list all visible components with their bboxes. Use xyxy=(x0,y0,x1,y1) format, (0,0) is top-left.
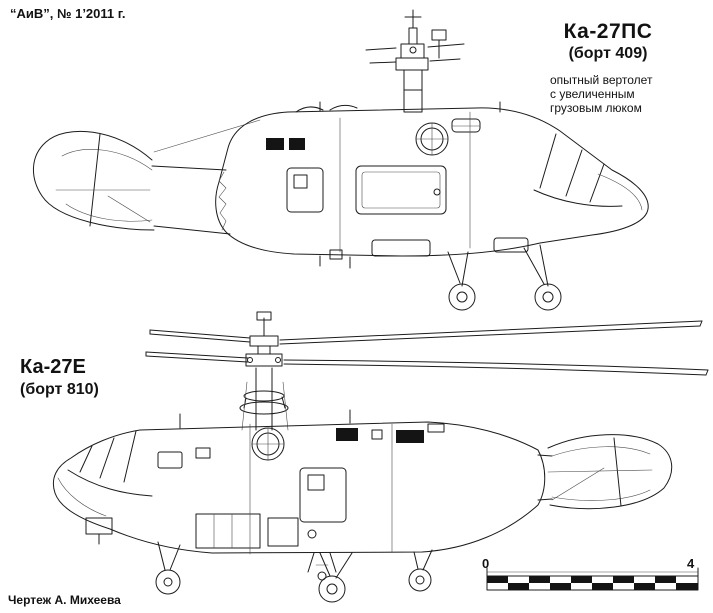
ka27e-cockpit xyxy=(57,430,153,517)
ka27ps-cockpit xyxy=(533,133,643,211)
ka27e-window-1 xyxy=(157,451,183,469)
ka27e-porthole xyxy=(251,427,285,461)
ka27e-board-number: (борт 810) xyxy=(20,381,99,398)
note-line-2: с увеличенным xyxy=(550,87,635,101)
ka27ps-grille-1 xyxy=(266,138,284,150)
ka27e-fuselage xyxy=(52,421,546,554)
ka27ps-tail-unit xyxy=(32,119,261,235)
ka27ps-caption: Ка-27ПС (борт 409) опытный вертолет с ув… xyxy=(550,20,666,115)
ka27ps-belly-equipment xyxy=(319,237,529,269)
ka27e-door xyxy=(299,467,347,523)
ka27e-belly-equipment xyxy=(85,513,317,549)
ka27ps-door xyxy=(286,167,324,213)
ka27e-rotor-blades xyxy=(145,320,709,376)
drawing-credit: Чертеж А. Михеева xyxy=(8,593,121,607)
ka27ps-grille-2 xyxy=(289,138,305,150)
ka27ps-note: опытный вертолет с увеличенным грузовым … xyxy=(550,73,666,115)
ka27e-vent xyxy=(371,429,383,440)
ka27ps-side-view xyxy=(32,9,649,311)
ka27ps-roof-details xyxy=(295,101,501,133)
scale-start-label: 0 xyxy=(482,556,490,571)
ka27ps-board-number: (борт 409) xyxy=(568,45,648,62)
ka27ps-landing-gear xyxy=(447,244,562,311)
ka27e-side-view xyxy=(52,311,709,603)
ka27e-title: Ка-27Е xyxy=(20,356,86,378)
ka27e-grille-2 xyxy=(396,430,424,443)
ka27e-grille-1 xyxy=(336,428,358,441)
ka27e-rotor-head xyxy=(239,311,289,431)
ka27e-landing-gear xyxy=(155,541,433,603)
ka27e-caption: Ка-27Е (борт 810) xyxy=(20,356,99,399)
ka27e-tail-unit xyxy=(537,434,673,510)
note-line-1: опытный вертолет xyxy=(550,73,653,87)
ka27ps-title: Ка-27ПС xyxy=(563,20,653,43)
ka27ps-panel-zigzag xyxy=(218,171,227,231)
ka27ps-fuselage xyxy=(215,107,649,257)
scale-end-label: 4 xyxy=(687,556,695,571)
magazine-header: “АиВ”, № 1’2011 г. xyxy=(10,6,126,21)
note-line-3: грузовым люком xyxy=(550,101,642,115)
ka27ps-cargo-hatch xyxy=(355,165,447,215)
scale-bar xyxy=(486,567,699,591)
ka27ps-rotor-mast xyxy=(365,9,465,113)
ka27ps-porthole xyxy=(415,122,449,156)
ka27e-roof-antennas xyxy=(179,409,445,433)
ka27e-window-2 xyxy=(195,447,211,459)
